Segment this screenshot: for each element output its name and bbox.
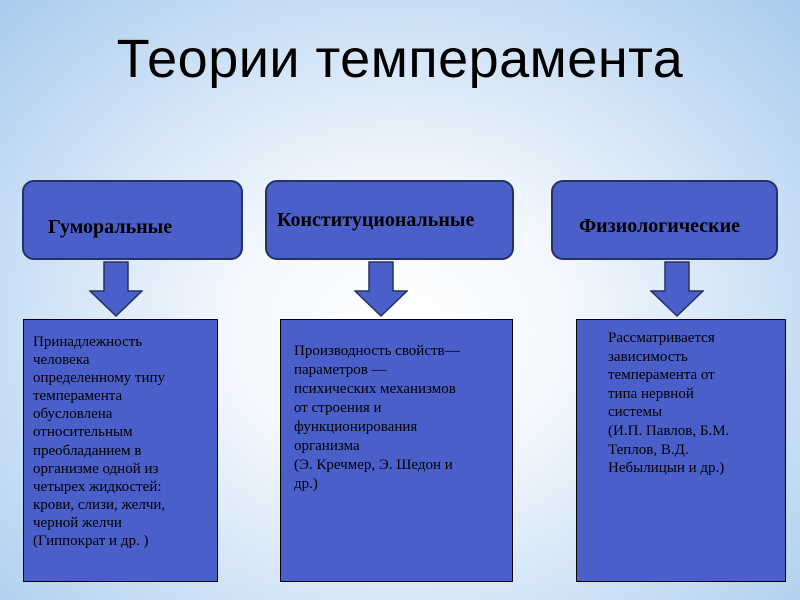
down-arrow-icon	[354, 261, 408, 317]
description-line: четырех жидкостей:	[33, 478, 162, 495]
description-line: параметров —	[294, 362, 387, 378]
description-line: обусловлена	[33, 406, 113, 423]
description-line: от строения и	[294, 400, 382, 416]
constitutional-header-box: Конституциональные	[265, 180, 514, 260]
description-line: типа нервной	[608, 385, 694, 402]
physiological-description-box: Рассматривается зависимость темперамента…	[576, 319, 786, 582]
description-line: (Э. Кречмер, Э. Шедон и	[294, 457, 453, 473]
constitutional-header-label: Конституциональные	[277, 209, 475, 231]
description-line: относительным	[33, 424, 133, 441]
description-line: психических механизмов	[294, 381, 456, 397]
description-line: Теплов, В.Д.	[608, 441, 689, 458]
humoral-header-label: Гуморальные	[48, 216, 173, 238]
description-line: организме одной из	[33, 460, 159, 477]
description-line: крови, слизи, желчи,	[33, 496, 166, 513]
slide-title: Теории темперамента	[116, 29, 684, 89]
description-line: темперамента от	[608, 367, 715, 384]
humoral-description-box: Принадлежность человека определенному ти…	[23, 319, 218, 582]
description-line: (И.П. Павлов, Б.М.	[608, 422, 730, 439]
description-line: функционирования	[294, 419, 418, 435]
down-arrow-icon	[650, 261, 704, 317]
physiological-header-box: Физиологические	[551, 180, 778, 260]
description-line: Небылицын и др.)	[608, 460, 725, 477]
description-line: др.)	[294, 476, 318, 492]
description-line: (Гиппократ и др. )	[33, 533, 149, 550]
physiological-header-label: Физиологические	[579, 215, 741, 237]
down-arrow-icon	[89, 261, 143, 317]
description-line: черной желчи	[33, 514, 122, 531]
description-line: зависимость	[608, 348, 688, 365]
description-line: системы	[608, 404, 663, 421]
humoral-header-box: Гуморальные	[22, 180, 243, 260]
description-line: организма	[294, 438, 360, 454]
description-line: человека	[33, 352, 90, 369]
description-line: Принадлежность	[33, 334, 143, 350]
constitutional-description-box: Производность свойств— параметров — псих…	[280, 319, 513, 582]
description-line: Производность свойств—	[294, 343, 460, 359]
description-line: темперамента	[33, 388, 123, 405]
description-line: определенному типу	[33, 370, 166, 387]
description-line: Рассматривается	[608, 330, 715, 346]
description-line: преобладанием в	[33, 442, 142, 459]
